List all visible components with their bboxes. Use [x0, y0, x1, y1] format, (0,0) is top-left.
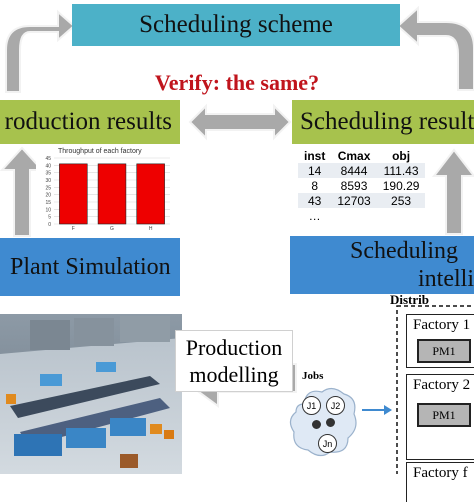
chart-bar	[97, 163, 127, 225]
table-cell: 111.43	[376, 163, 426, 178]
table-cell: 43	[298, 193, 332, 208]
chart-ytick-label: 0	[48, 222, 51, 228]
plant-simulation-box: Plant Simulation	[0, 238, 180, 296]
scheduling-scheme-label: Scheduling scheme	[139, 11, 333, 38]
production-results-label: roduction results	[4, 108, 172, 135]
job-dot	[312, 420, 321, 429]
chart-ytick-label: 20	[45, 193, 51, 199]
chart-ytick-label: 5	[48, 215, 51, 221]
chart-ytick-label: 40	[45, 163, 51, 169]
scheduling-results-box: Scheduling result	[292, 100, 474, 144]
chart-xtick-label: F	[72, 226, 75, 230]
chart-xtick-label: H	[149, 226, 153, 230]
chart-bar	[59, 163, 88, 225]
factory-2: Factory 2 PM1	[406, 374, 474, 460]
table-cell: 14	[298, 163, 332, 178]
production-results-box: roduction results	[0, 100, 180, 144]
scheduling-intelligence-line1: Scheduling	[350, 238, 458, 264]
chart-ytick-label: 30	[45, 178, 51, 184]
chart-ytick-label: 45	[45, 156, 51, 162]
production-modelling-line2: modelling	[189, 362, 279, 387]
table-cell	[377, 208, 426, 223]
chart-ytick-label: 15	[45, 200, 51, 206]
job-j2: J2	[326, 396, 345, 415]
machine-pm1: PM1	[417, 339, 471, 363]
chart-title: Throughput of each factory	[58, 148, 142, 155]
job-j1: J1	[302, 396, 321, 415]
arrow-sched-up	[431, 148, 474, 235]
table-cell: 12703	[331, 193, 377, 208]
table-cell: 8	[311, 178, 319, 193]
production-modelling-line1: Production	[185, 335, 283, 360]
chart-bar	[136, 163, 165, 225]
scheduling-results-label: Scheduling result	[300, 108, 474, 135]
scheduling-results-table: inst Cmax obj 14 8444 111.43 8 8593 190.…	[298, 148, 426, 223]
plant-simulation-label: Plant Simulation	[10, 253, 171, 280]
job-jn: Jn	[318, 434, 337, 453]
job-dot	[326, 418, 335, 427]
table-row: …	[298, 208, 425, 223]
factory-f-frame: Factory f	[406, 462, 474, 502]
arrow-plant-up	[0, 146, 45, 237]
table-cell: 190.29	[382, 178, 420, 193]
factory-name: Factory 1	[413, 317, 471, 333]
table-header: obj	[392, 148, 411, 163]
table-cell: 8444	[331, 163, 377, 178]
chart-ytick-label: 10	[45, 207, 51, 213]
production-modelling-box: Production modelling	[175, 330, 293, 392]
table-cell	[331, 208, 376, 223]
factory-name: Factory 2	[413, 377, 471, 393]
arrow-right-up	[396, 5, 474, 91]
scheduling-intelligence-box: Scheduling intelli	[290, 236, 474, 294]
factory-simulation-image	[0, 314, 182, 474]
table-header-row: inst Cmax obj	[298, 148, 425, 163]
table-row: 8 8593 190.29	[298, 178, 425, 193]
chart-ytick-label: 35	[45, 171, 51, 177]
scheduling-intelligence-line2: intelli	[418, 266, 474, 292]
table-header: inst	[304, 148, 326, 163]
table-row: 43 12703 253	[298, 193, 426, 208]
chart-xtick-label: G	[110, 226, 114, 230]
distributed-label: Distrib	[390, 292, 429, 307]
arrow-jobs-right-head	[384, 405, 392, 415]
table-cell: 8593	[340, 178, 368, 193]
scheduling-scheme-box: Scheduling scheme	[72, 4, 400, 46]
verify-label: Verify: the same?	[154, 70, 320, 95]
arrow-left-up	[5, 9, 76, 93]
table-header: Cmax	[337, 148, 371, 163]
jobs-label: Jobs	[302, 370, 324, 382]
factory-1: Factory 1 PM1	[406, 314, 474, 368]
machine-pm1: PM1	[417, 403, 471, 427]
arrow-verify-double	[188, 103, 292, 141]
distributed-box	[396, 305, 474, 474]
chart-ytick-label: 25	[45, 185, 51, 191]
table-cell: 253	[376, 193, 426, 208]
table-cell: …	[308, 208, 321, 223]
table-row: 14 8444 111.43	[298, 163, 426, 178]
